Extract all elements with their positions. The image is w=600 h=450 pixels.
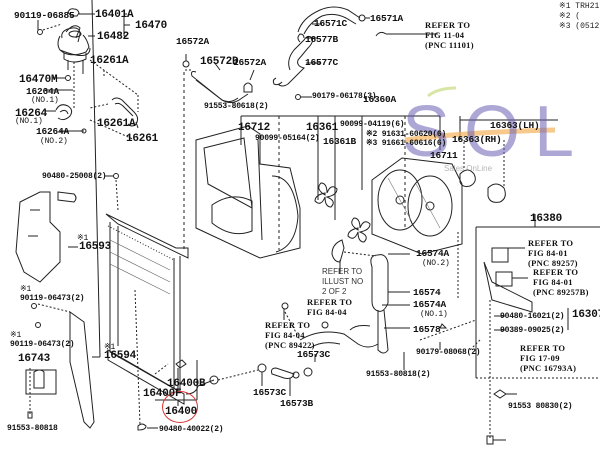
hose-16573B-drawing	[271, 367, 295, 379]
part-label-16361B[interactable]: 16361B	[323, 136, 357, 147]
bracket-16743-drawing	[25, 369, 57, 395]
reference-fig-17-09[interactable]: REFER TO FIG 17-09 (PNC 16793A)	[520, 343, 577, 373]
part-label-90099-04119[interactable]: 90099-04119(6)	[340, 120, 405, 129]
part-label-16573B[interactable]: 16573B	[280, 398, 314, 409]
part-label-90480-16021[interactable]: 90480-16021(2)	[500, 312, 565, 321]
part-label-16577C[interactable]: 16577C	[305, 57, 339, 68]
part-label-16264A-no2[interactable]: 16264A	[36, 126, 70, 137]
part-label-16743[interactable]: 16743	[18, 353, 51, 365]
part-label-16400[interactable]: 16400	[165, 406, 198, 418]
part-label-90099-05164[interactable]: 90099-05164(2)	[255, 134, 320, 143]
part-label-16573C-b[interactable]: 16573C	[253, 387, 287, 398]
note-1: ※1 TRH21	[559, 2, 600, 11]
part-label-16401A[interactable]: 16401A	[95, 9, 134, 21]
part-label-16307[interactable]: 16307	[572, 309, 600, 321]
note-3: ※3 (0512	[559, 22, 600, 31]
part-label-16261[interactable]: 16261	[126, 133, 159, 145]
part-label-16363-lh[interactable]: 16363(LH)	[490, 120, 540, 131]
relay-bracket-drawing	[483, 247, 533, 445]
watermark-text: SOL	[402, 92, 589, 172]
reservoir-tank-drawing	[57, 25, 91, 74]
part-label-16380[interactable]: 16380	[530, 213, 563, 225]
part-label-90389-09025[interactable]: 90389-09025(2)	[500, 326, 565, 335]
part-label-90119-06473-b[interactable]: 90119-06473(2)	[10, 340, 75, 349]
mark-90119-06473-b: ※1	[10, 331, 22, 340]
part-label-90480-40022[interactable]: 90480-40022(2)	[159, 425, 224, 434]
hose-16574-drawing	[370, 254, 389, 312]
part-label-16578[interactable]: 16578	[413, 324, 441, 335]
part-label-16574[interactable]: 16574	[413, 287, 441, 298]
part-label-16264A-no1[interactable]: 16264A	[26, 86, 60, 97]
part-label-91553-80830[interactable]: 91553 80830(2)	[508, 402, 573, 411]
part-label-16572A-b[interactable]: 16572A	[233, 57, 267, 68]
part-label-16577B[interactable]: 16577B	[305, 34, 339, 45]
part-label-91553-80618[interactable]: 91553-80618(2)	[204, 102, 269, 111]
side-deflector-drawing	[15, 191, 61, 283]
part-label-90480-25008[interactable]: 90480-25008(2)	[42, 172, 107, 181]
part-label-90119-06885[interactable]: 90119-06885	[14, 10, 75, 21]
reference-fig-84-01-b[interactable]: REFER TO FIG 84-01 (PNC 89257B)	[533, 267, 589, 297]
part-label-16573C-a[interactable]: 16573C	[297, 349, 331, 360]
part-label-16482[interactable]: 16482	[97, 31, 130, 43]
part-label-91553-80818-2[interactable]: 91553-80818(2)	[366, 370, 431, 379]
reference-fig-84-04-b[interactable]: REFER TO FIG 84-04 (PNC 89422)	[265, 320, 315, 350]
part-label-16400F[interactable]: 16400F	[143, 388, 182, 400]
watermark-subtext: Sales OnLine	[444, 164, 493, 173]
fan-motor-rh-drawing	[487, 183, 506, 203]
part-label-16470M[interactable]: 16470M	[19, 74, 58, 86]
part-label-16571A[interactable]: 16571A	[370, 13, 404, 24]
part-label-16571C[interactable]: 16571C	[314, 18, 348, 29]
part-label-90119-06473-a[interactable]: 90119-06473(2)	[20, 294, 85, 303]
part-label-16264[interactable]: 16264	[15, 108, 48, 120]
part-label-16574A-no1[interactable]: 16574A	[413, 299, 447, 310]
part-label-no2: (NO.2)	[40, 137, 68, 146]
part-label-no1-c: (NO.1)	[420, 310, 448, 319]
mark-16594: ※1	[104, 343, 116, 352]
part-label-90179-06178[interactable]: 90179-06178(3)	[312, 92, 377, 101]
reference-illust-2[interactable]: REFER TO ILLUST NO 2 OF 2	[322, 267, 364, 296]
part-label-16361[interactable]: 16361	[306, 122, 339, 134]
part-label-no1: (NO.1)	[31, 96, 59, 105]
fan-blade-drawing	[314, 182, 371, 243]
part-label-16470[interactable]: 16470	[135, 20, 168, 32]
note-2: ※2 (	[559, 12, 581, 21]
part-label-16261A-b[interactable]: 16261A	[97, 118, 136, 130]
mark-90119-06473-a: ※1	[20, 285, 32, 294]
part-label-91661-60616[interactable]: ※3 91661-60616(6)	[366, 139, 447, 148]
mark-16593: ※1	[77, 234, 89, 243]
radiator-drawing	[105, 213, 259, 405]
part-label-91553-80818[interactable]: 91553-80818	[7, 424, 58, 433]
part-label-16400B[interactable]: 16400B	[167, 378, 206, 390]
part-label-16261A[interactable]: 16261A	[90, 55, 129, 67]
fan-shroud-drawing	[195, 125, 301, 259]
part-label-16594[interactable]: 16594	[104, 350, 137, 362]
part-label-16363-rh[interactable]: 16363(RH)	[452, 134, 502, 145]
reference-fig-84-01-a[interactable]: REFER TO FIG 84-01 (PNC 89257)	[528, 238, 578, 268]
part-label-16572D[interactable]: 16572D	[200, 56, 239, 68]
part-label-16711[interactable]: 16711	[430, 150, 458, 161]
part-label-16593[interactable]: 16593	[79, 241, 112, 253]
highlight-circle	[162, 391, 198, 423]
reference-fig-84-04-a[interactable]: REFER TO FIG 84-04	[307, 297, 353, 317]
part-label-16360A[interactable]: 16360A	[363, 94, 397, 105]
part-label-90179-08068[interactable]: 90179-08068(2)	[416, 348, 481, 357]
lower-deflector-drawing	[69, 311, 95, 429]
radiator-cap-drawing	[67, 8, 80, 17]
part-label-16712[interactable]: 16712	[238, 122, 271, 134]
part-label-16572A[interactable]: 16572A	[176, 36, 210, 47]
fan-motor-lh-drawing	[459, 169, 476, 187]
reference-fig-11-04[interactable]: REFER TO FIG 11-04 (PNC 11101)	[425, 20, 474, 50]
fan-motor-assembly-drawing	[371, 157, 463, 255]
part-label-no1-b: (NO.1)	[15, 117, 43, 126]
part-label-91631-60620[interactable]: ※2 91631-60620(6)	[366, 130, 447, 139]
part-label-16574A-no2[interactable]: 16574A	[416, 248, 450, 259]
part-label-no2-b: (NO.2)	[422, 259, 450, 268]
